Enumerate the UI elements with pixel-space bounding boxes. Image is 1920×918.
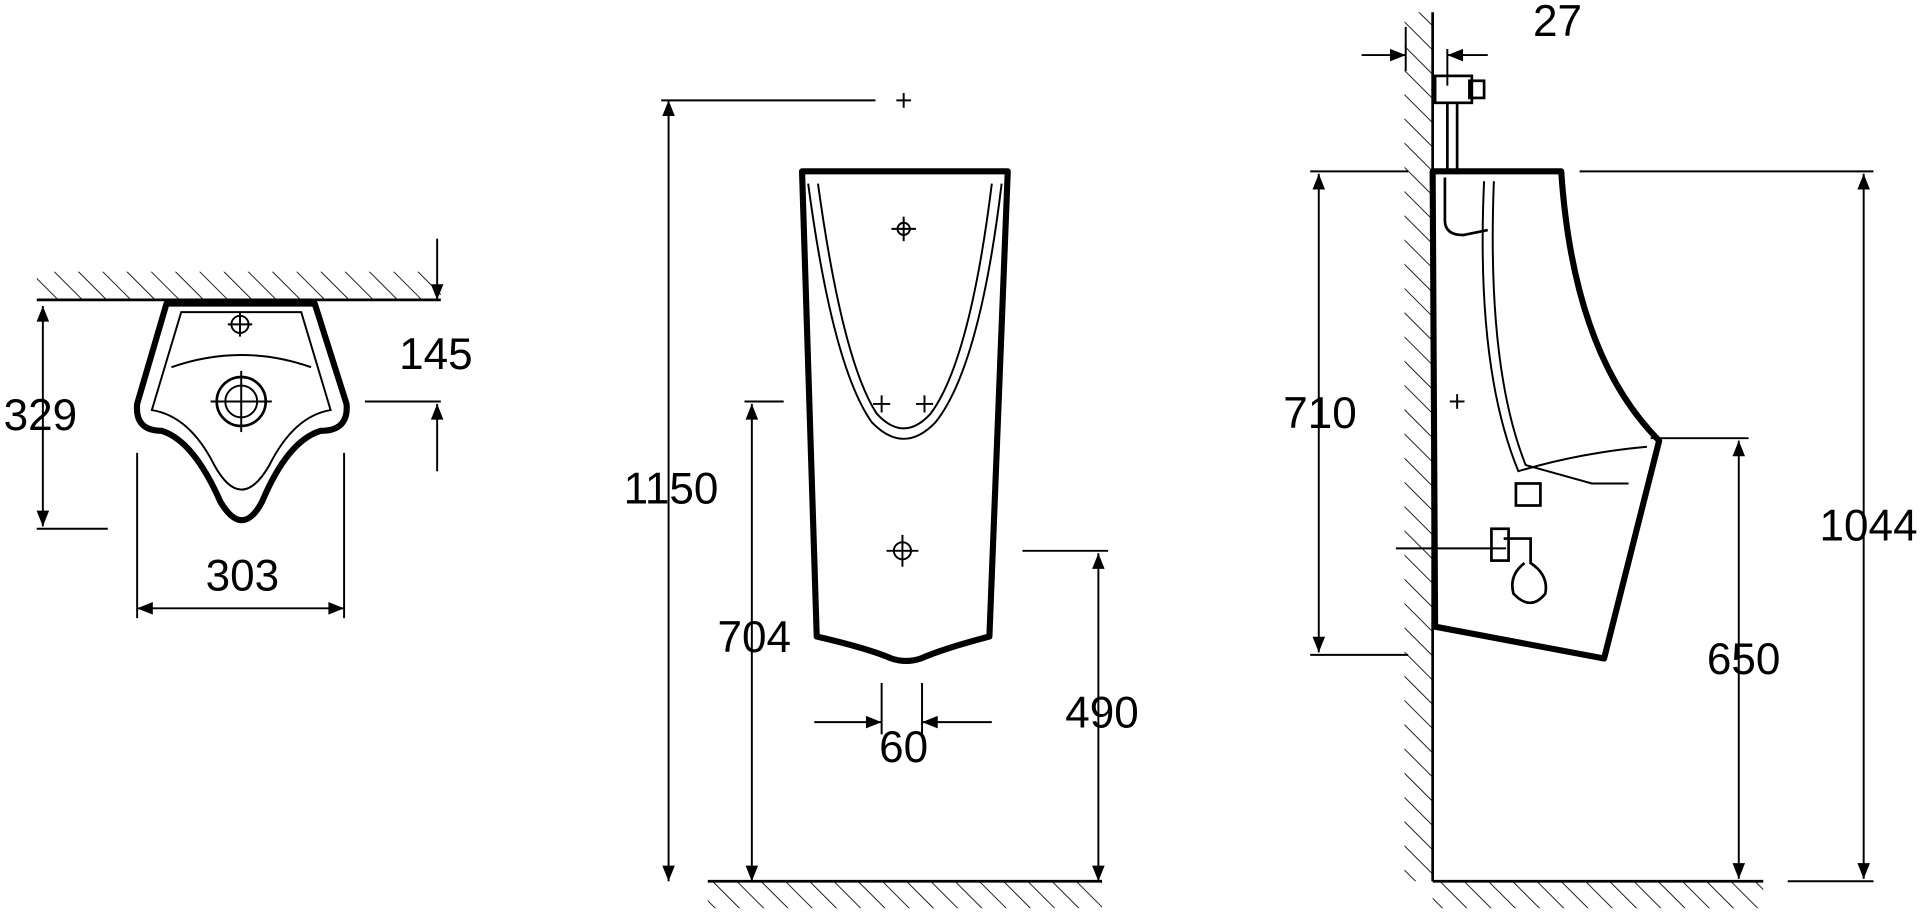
urinal-side-outline (1429, 168, 1663, 662)
dim-top-height: 1044 (1820, 501, 1918, 550)
dim-rim-height: 650 (1707, 635, 1781, 684)
floor-hatch (707, 881, 1103, 909)
dim-total-height: 1150 (624, 465, 719, 514)
side-view: 27 710 1044 650 (1283, 0, 1918, 909)
dim-inlet-height: 704 (718, 613, 792, 662)
crosshair-marks (873, 93, 934, 567)
floor-hatch-side (1432, 881, 1764, 909)
wall-hatch-side (1404, 12, 1433, 882)
dim-width: 303 (206, 552, 280, 601)
dim-wall-gap: 27 (1533, 0, 1582, 46)
dim-depth: 329 (4, 391, 78, 440)
urinal-front-outline (798, 168, 1011, 665)
dim-outlet-offset: 145 (399, 330, 473, 379)
dim-outlet-height: 490 (1065, 689, 1139, 738)
flush-valve-and-trap (1433, 74, 1548, 605)
dim-outlet-spacing: 60 (879, 723, 928, 772)
bowl-outline-top (133, 300, 350, 524)
dim-body-height: 710 (1283, 389, 1357, 438)
top-view: 329 145 303 (4, 238, 473, 619)
wall-hatch (36, 271, 441, 300)
front-view: 1150 704 490 60 (624, 93, 1139, 909)
